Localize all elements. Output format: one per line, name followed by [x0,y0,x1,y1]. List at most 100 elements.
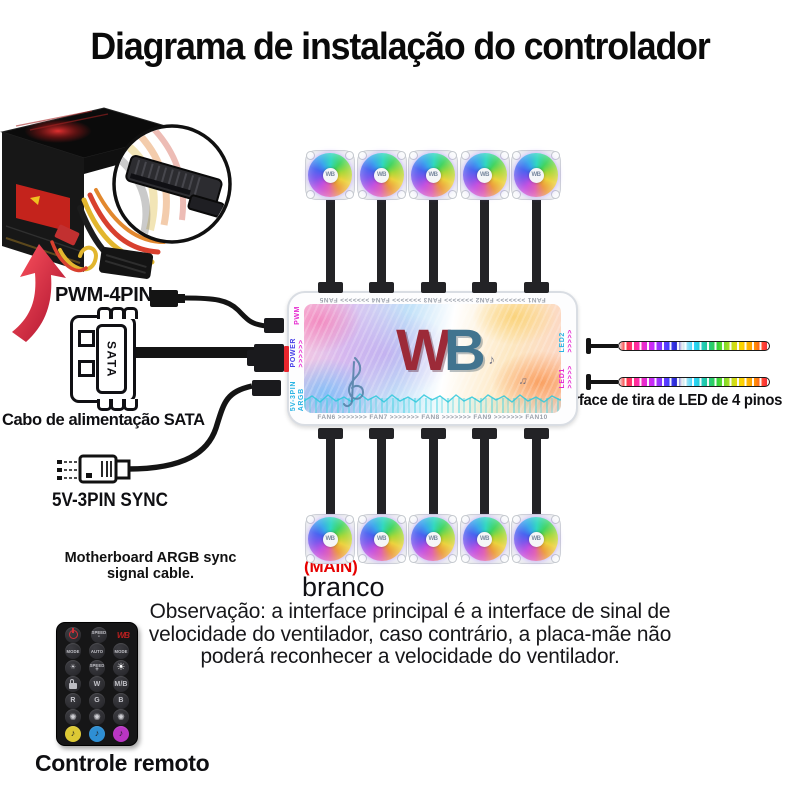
fan-center-cap: WB [528,167,544,183]
remote-speed-plus-button: SPEED+ [89,659,105,676]
5v-3pin-sync-label: 5V-3PIN SYNC [52,490,168,511]
hub-equalizer-art [304,398,561,413]
remote-music-magenta-button: ♪ [113,725,129,742]
fan-ports-1-5-label: FAN1 >>>>>>> FAN2 >>>>>>> FAN3 >>>>>>> F… [319,296,546,303]
screw-br [345,190,354,199]
fan-port-connector [523,428,549,439]
power-port-label: POWER >>>>>> [290,338,305,368]
fan-top-5: WB [511,150,561,293]
led-wire [591,344,618,348]
fan-logo: WB [325,172,336,178]
button-label: R [70,697,76,704]
fan-port-connector [420,428,446,439]
button-label: MODE [66,648,80,654]
fan-rgb-ring: WB [411,153,455,197]
screw-br [551,190,560,199]
remote-lock-button [65,676,81,692]
arrows: >>>>> [567,329,574,353]
fan-top-3: WB [408,150,458,293]
fan-port-connector [420,282,446,293]
led-strip-2 [586,372,776,392]
fan-4: WB [459,150,510,200]
fan-rgb-ring: WB [514,153,558,197]
screw-tl [409,515,418,524]
lock-icon [69,678,77,689]
button-label: W [93,680,101,688]
button-sub-label: - [97,634,100,640]
fan-7: WB [356,514,407,564]
screw-tl [306,515,315,524]
remote-blue-button: B [113,692,129,709]
fan-rgb-ring: WB [308,153,352,197]
remote-music-yellow-button: ♪ [65,725,81,742]
hub-wave-art [304,393,561,403]
rgb-controller-hub: ♪ ♫ WB FAN1 >>>>>>> FAN2 >>>>>>> FAN3 >>… [287,291,578,426]
sun-bright-icon: ☀ [116,661,126,673]
remote-white-button: W [89,676,105,692]
fan-cable [377,438,386,514]
sata-connector-drawing: SATA [70,307,138,411]
fan-icon: ✺ [93,711,101,722]
fan-logo: WB [531,172,542,178]
screw-tl [512,515,521,524]
fan-row-top: WB WB WB WB WB [305,150,561,293]
fan-logo: WB [377,172,387,178]
argb-plug [252,380,281,396]
fan-cable [480,200,489,283]
hub-artwork: ♪ ♫ WB [304,304,561,413]
remote-fan-mode-3-button: ✺ [113,709,129,725]
remote-control-label: Controle remoto [35,750,210,776]
screw-br [499,190,509,199]
fan-port-connector [317,428,343,439]
remote-mb-sync-button: M/B [113,676,129,692]
fan-center-cap: WB [374,167,389,183]
led-wire [591,380,618,384]
note-icon: ♪ [70,728,76,738]
screw-bl [306,190,315,199]
fan-port-connector [472,282,497,293]
fan-center-cap: WB [528,531,544,547]
fan-port-connector [317,282,343,293]
fan-3: WB [408,150,458,200]
sata-label: SATA [104,340,119,378]
fan-port-connector [369,428,394,439]
fan-center-cap: WB [425,167,441,183]
fan-port-connector [369,282,394,293]
observation-note: Observação: a interface principal é a in… [148,599,672,668]
fan-rgb-ring: WB [514,517,558,561]
music-note-icon: ♪ [488,352,496,367]
psu-warning-sticker [16,184,70,232]
screw-tl [460,515,470,524]
led2-port-label: LED2 >>>>> [559,329,574,353]
screw-bl [512,190,521,199]
remote-fan-mode-2-button: ✺ [89,709,105,725]
screw-tr [551,151,560,160]
fan-rgb-ring: WB [308,517,352,561]
fan-1: WB [305,150,355,200]
rgb-strip [618,341,770,351]
fan-logo: WB [325,536,336,542]
remote-button-row: W M/B [57,676,137,692]
music-note-icon: ♫ [517,374,529,388]
remote-button-row: ♪♪♪ [57,725,137,742]
fan-9: WB [459,514,510,564]
fan-rgb-ring: WB [462,153,507,197]
led-plug [586,374,591,390]
screw-tr [499,515,509,524]
fan-cable [325,438,335,514]
fan-center-cap: WB [477,167,492,183]
screw-tr [499,151,509,160]
led-interface-label: Interface de tira de LED de 4 pinos [548,392,783,409]
led1-port-label: LED1 >>>>> [559,365,574,389]
fan-cable [531,200,541,283]
button-label: SPEED [89,663,105,668]
button-label: B [118,697,124,704]
power-icon [68,628,78,639]
button-label: M/B [114,680,128,688]
fan-logo: WB [480,536,490,542]
remote-mode-1-button: MODE [65,643,81,659]
pwm-plug [264,318,284,333]
screw-bl [409,190,418,199]
